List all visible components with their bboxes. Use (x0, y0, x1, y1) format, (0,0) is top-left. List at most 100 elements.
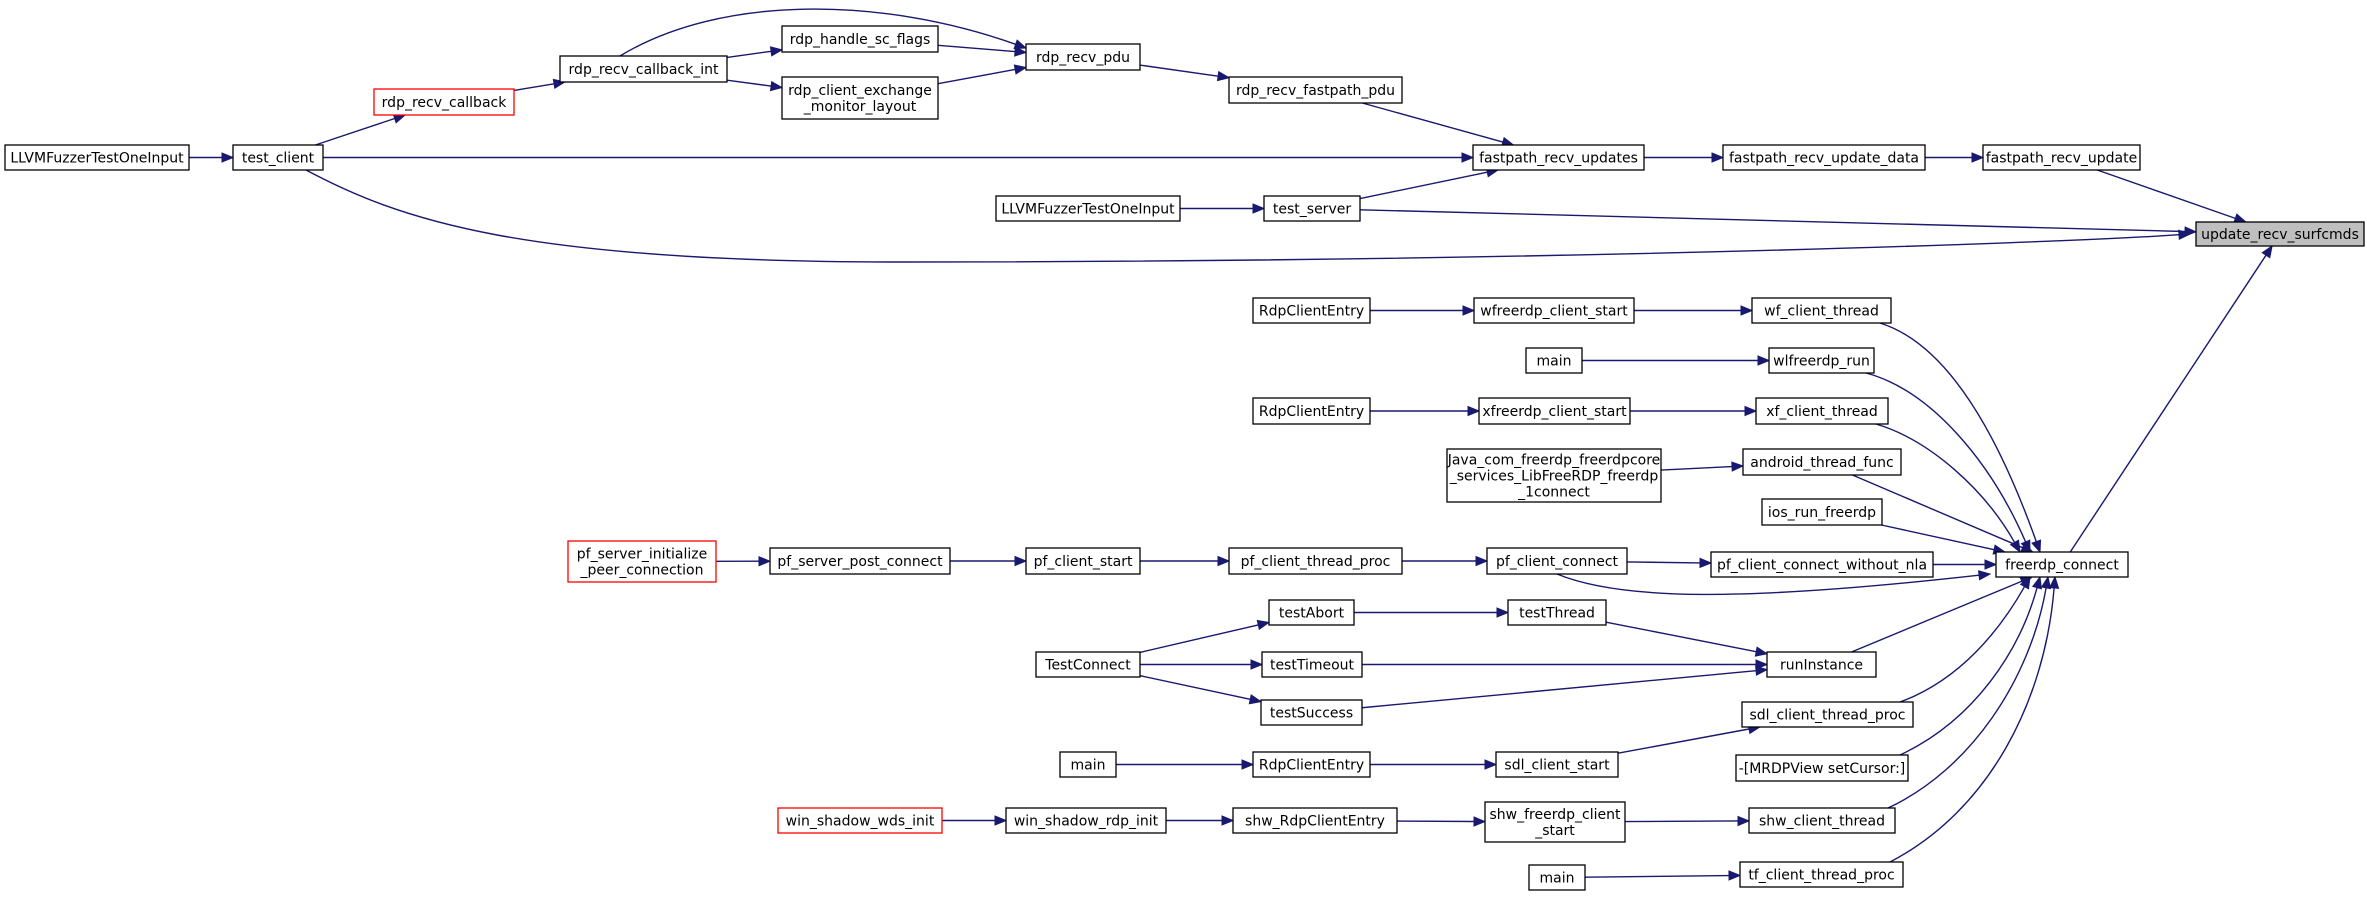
node-rdp-recv-fastpath-pdu[interactable]: rdp_recv_fastpath_pdu (1228, 76, 1403, 104)
node-rdp-handle-sc-flags[interactable]: rdp_handle_sc_flags (781, 25, 939, 53)
node-box (1268, 599, 1355, 626)
node-xfreerdp-client-start[interactable]: xfreerdp_client_start (1478, 397, 1631, 425)
node-label: fastpath_recv_update (1986, 151, 2138, 167)
arrowhead (1984, 559, 1998, 570)
node-shw-freerdp-client-start[interactable]: shw_freerdp_client_start (1484, 801, 1626, 843)
node-freerdp-connect[interactable]: freerdp_connect (1995, 551, 2129, 578)
node-rdpclient-1[interactable]: RdpClientEntry (1252, 297, 1371, 324)
arrowhead (1754, 646, 1769, 657)
edge-fastpath_recv_update_data-to-fastpath_recv_update (1925, 152, 1985, 163)
node-runInstance[interactable]: runInstance (1766, 651, 1877, 678)
node-wf-client-thread[interactable]: wf_client_thread (1751, 297, 1892, 324)
edge-line (1887, 587, 2047, 809)
edge-line (1359, 209, 2186, 233)
edge-testAbort-to-testThread (1354, 607, 1510, 618)
node-box (1025, 43, 1141, 71)
node-box (2195, 221, 2365, 247)
node-label: _start (1534, 823, 1575, 839)
node-fastpath-recv-updates[interactable]: fastpath_recv_updates (1472, 144, 1645, 171)
node-pf-client-connect-without-nla[interactable]: pf_client_connect_without_nla (1710, 551, 1934, 578)
node-sdl-client-thread-proc[interactable]: sdl_client_thread_proc (1741, 701, 1914, 728)
node-testTimeout[interactable]: testTimeout (1261, 651, 1363, 678)
node-pf-server-post-connect[interactable]: pf_server_post_connect (769, 547, 951, 575)
node-box (769, 547, 951, 575)
edge-line (1139, 624, 1259, 654)
node-box (781, 76, 939, 120)
node-llvm-fuzzer-2[interactable]: LLVMFuzzerTestOneInput (995, 195, 1181, 222)
node-box (1982, 144, 2141, 171)
node-xf-client-thread[interactable]: xf_client_thread (1755, 397, 1889, 425)
node-label: testSuccess (1270, 706, 1353, 722)
node-testAbort[interactable]: testAbort (1268, 599, 1355, 626)
node-android-thread-func[interactable]: android_thread_func (1742, 448, 1902, 476)
edge-tf_client_thread_proc-to-freerdp_connect (1889, 575, 2060, 863)
edge-shw_client_thread-to-freerdp_connect (1887, 575, 2052, 809)
arrowhead (1217, 555, 1231, 567)
node-label: main (1540, 871, 1575, 887)
node-pf-server-initialize-peer-connection[interactable]: pf_server_initialize_peer_connection (567, 540, 717, 583)
node-testThread[interactable]: testThread (1507, 599, 1607, 626)
node-win-shadow-rdp-init[interactable]: win_shadow_rdp_init (1005, 807, 1167, 834)
node-box (1741, 701, 1914, 728)
node-rdp-recv-callback[interactable]: rdp_recv_callback (373, 88, 515, 116)
node-TestConnect[interactable]: TestConnect (1035, 651, 1141, 678)
node-main-2[interactable]: main (1059, 751, 1117, 778)
node-box (1260, 699, 1363, 726)
edge-line (1875, 423, 2016, 543)
node-box (1748, 807, 1896, 834)
node-rdpclient-2[interactable]: RdpClientEntry (1252, 397, 1371, 425)
arrowhead (758, 555, 772, 567)
node-wlfreerdp-run[interactable]: wlfreerdp_run (1768, 347, 1875, 374)
nodes-layer: update_recv_surfcmds fastpath_recv_update… (4, 25, 2365, 891)
edge-pf_server_post_connect-to-pf_client_start (950, 555, 1028, 567)
arrowhead (1757, 355, 1771, 366)
node-rdpclient-3[interactable]: RdpClientEntry (1252, 751, 1371, 778)
node-label: shw_client_thread (1759, 814, 1885, 830)
node-test-server[interactable]: test_server (1263, 195, 1361, 222)
edge-llvm_fuzzer_1-to-test_client (189, 152, 235, 163)
node-wfreerdp-client-start[interactable]: wfreerdp_client_start (1473, 297, 1635, 324)
edge-line (1852, 474, 2023, 549)
node-test-client[interactable]: test_client (232, 144, 324, 171)
edge-rdpclient_3-to-sdl_client_start (1370, 759, 1498, 770)
node-tf-client-thread-proc[interactable]: tf_client_thread_proc (1739, 861, 1904, 888)
node-label: rdp_recv_callback (382, 95, 508, 111)
edge-line (1617, 728, 1750, 754)
node-box (1035, 651, 1141, 678)
node-fastpath-recv-update[interactable]: fastpath_recv_update (1982, 144, 2141, 171)
node-label: xf_client_thread (1766, 404, 1878, 420)
node-java-connect[interactable]: Java_com_freerdp_freerdpcore_services_Li… (1446, 448, 1662, 503)
node-box (559, 55, 728, 83)
node-update-recv-surfcmds[interactable]: update_recv_surfcmds (2195, 221, 2365, 247)
node-shw-RdpClientEntry[interactable]: shw_RdpClientEntry (1232, 807, 1398, 834)
edge-java_connect-to-android_thread_func (1660, 461, 1745, 472)
node-main-1[interactable]: main (1525, 347, 1583, 374)
node-label: fastpath_recv_update_data (1729, 151, 1919, 167)
node-pf-client-start[interactable]: pf_client_start (1025, 547, 1141, 575)
arrowhead (2031, 575, 2043, 590)
node-mrdpview-setcursor[interactable]: -[MRDPView setCursor:] (1735, 754, 1909, 782)
node-label: freerdp_connect (2005, 558, 2119, 574)
node-shw-client-thread[interactable]: shw_client_thread (1748, 807, 1896, 834)
node-rdp-recv-callback-int[interactable]: rdp_recv_callback_int (559, 55, 728, 83)
edge-line (726, 79, 772, 87)
node-box (1766, 651, 1877, 678)
node-rdp-client-exchange-monitor-layout[interactable]: rdp_client_exchange_monitor_layout (781, 76, 939, 120)
arrowhead (1256, 619, 1271, 631)
node-main-3[interactable]: main (1528, 864, 1586, 891)
edge-rdp_recv_callback_int-to-rdp_client_exchange_monitor_layout (726, 79, 784, 92)
node-ios-run-freerdp[interactable]: ios_run_freerdp (1761, 498, 1883, 526)
node-pf-client-thread-proc[interactable]: pf_client_thread_proc (1228, 547, 1403, 575)
edge-pf_client_start-to-pf_client_thread_proc (1140, 555, 1231, 567)
node-label: wf_client_thread (1764, 304, 1879, 320)
arrowhead (1461, 152, 1475, 163)
node-fastpath-recv-update-data[interactable]: fastpath_recv_update_data (1722, 144, 1926, 171)
node-testSuccess[interactable]: testSuccess (1260, 699, 1363, 726)
node-llvm-fuzzer-1[interactable]: LLVMFuzzerTestOneInput (4, 144, 190, 171)
node-rdp-recv-pdu[interactable]: rdp_recv_pdu (1025, 43, 1141, 71)
arrowhead (2261, 244, 2273, 259)
node-box (1722, 144, 1926, 171)
node-win-shadow-wds-init[interactable]: win_shadow_wds_init (777, 807, 943, 834)
node-pf-client-connect[interactable]: pf_client_connect (1486, 547, 1628, 575)
node-sdl-client-start[interactable]: sdl_client_start (1495, 751, 1619, 778)
